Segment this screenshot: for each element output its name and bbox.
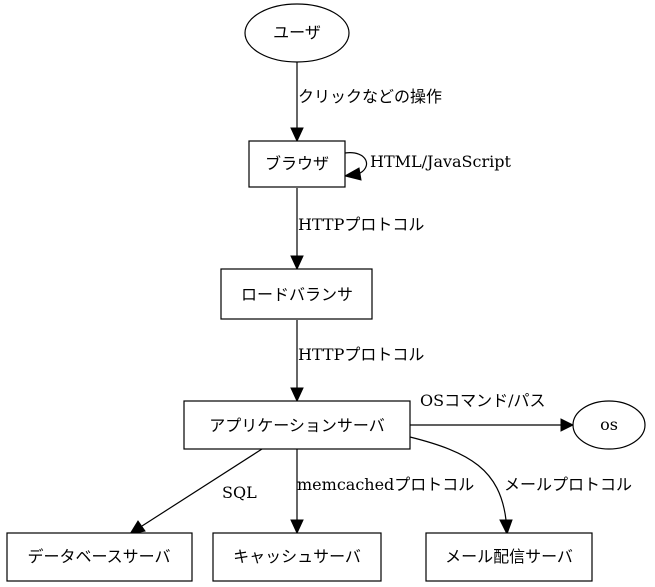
node-label-user: ユーザ [273, 23, 321, 42]
arrowhead [290, 127, 304, 143]
node-user: ユーザ [244, 3, 350, 63]
edge-label-browser-lb: HTTPプロトコル [298, 215, 424, 234]
edge-browser-lb: HTTPプロトコル [290, 188, 424, 271]
edge-app-os: OSコマンド/パス [410, 391, 575, 432]
node-label-app-server: アプリケーションサーバ [209, 416, 385, 435]
node-app-server: アプリケーションサーバ [183, 400, 411, 450]
node-label-os: os [600, 415, 618, 434]
edge-browser-self-loop: HTML/JavaScript [343, 152, 511, 181]
node-cache-server: キャッシュサーバ [212, 532, 382, 582]
edge-app-db: SQL [128, 448, 263, 535]
arrowhead [343, 167, 362, 181]
arrowhead [499, 519, 513, 536]
node-browser: ブラウザ [248, 140, 346, 188]
edge-label-app-db: SQL [222, 483, 257, 502]
edge-user-browser: クリックなどの操作 [290, 62, 442, 143]
edge-label-lb-app: HTTPプロトコル [298, 345, 424, 364]
node-label-load-balancer: ロードバランサ [241, 285, 353, 304]
node-mail-server: メール配信サーバ [425, 532, 593, 582]
node-label-db-server: データベースサーバ [27, 547, 170, 566]
node-os: os [572, 400, 646, 450]
edge-lb-app: HTTPプロトコル [290, 320, 424, 403]
arrowhead [128, 520, 146, 535]
edge-app-cache: memcachedプロトコル [290, 449, 474, 535]
node-label-browser: ブラウザ [265, 154, 329, 173]
edge-label-browser-self: HTML/JavaScript [370, 152, 511, 171]
edge-label-app-mail: メールプロトコル [504, 475, 632, 494]
node-label-cache-server: キャッシュサーバ [233, 547, 361, 566]
arrowhead [290, 255, 304, 271]
edge-app-mail: メールプロトコル [409, 436, 632, 536]
arrowhead [290, 519, 304, 535]
node-db-server: データベースサーバ [6, 532, 193, 582]
edge-label-user-browser: クリックなどの操作 [298, 87, 442, 106]
node-label-mail-server: メール配信サーバ [445, 547, 573, 566]
arrowhead [290, 387, 304, 403]
arrowhead [560, 418, 575, 432]
edge-label-app-cache: memcachedプロトコル [297, 475, 474, 494]
node-load-balancer: ロードバランサ [220, 268, 373, 320]
edge-label-app-os: OSコマンド/パス [420, 391, 545, 410]
